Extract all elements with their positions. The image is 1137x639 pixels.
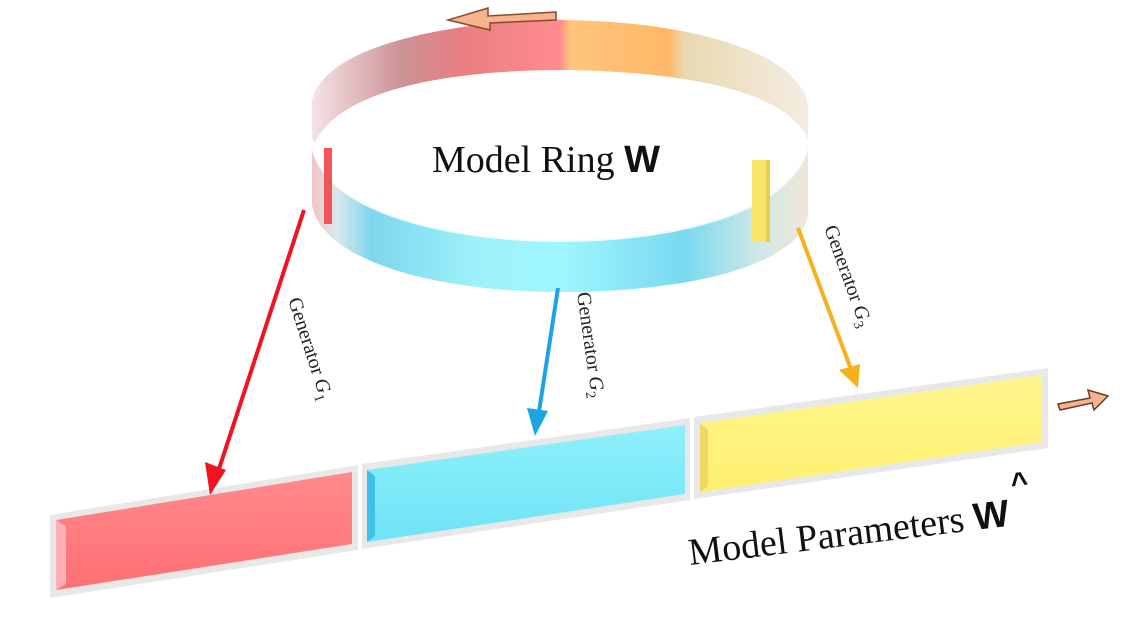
params-symbol: W bbox=[971, 493, 1012, 539]
ring-direction-arrow bbox=[445, 6, 557, 31]
params-label: Model Parameters W bbox=[686, 493, 1012, 574]
ring-symbol: W bbox=[624, 139, 660, 181]
generator-3-arrow bbox=[796, 227, 860, 388]
generator-1-subscript: 1 bbox=[310, 393, 326, 404]
generator-1-label: Generator G1 bbox=[279, 295, 337, 404]
ring-yellow-tab-edge bbox=[766, 160, 770, 242]
model-ring bbox=[310, 6, 810, 292]
param-segment-yellow bbox=[694, 368, 1048, 499]
ring-label: Model Ring W bbox=[432, 139, 660, 181]
params-symbol-hat: ^ bbox=[1009, 466, 1030, 501]
params-direction-arrow bbox=[1057, 388, 1110, 412]
ring-rim-highlight bbox=[310, 139, 810, 243]
generator-2-arrow bbox=[527, 287, 560, 436]
ring-red-tab bbox=[324, 148, 332, 224]
param-segment-blue bbox=[362, 418, 690, 549]
ring-back-band bbox=[312, 19, 808, 150]
ring-front-band bbox=[312, 140, 808, 292]
generator-3-subscript: 3 bbox=[850, 319, 866, 331]
generator-1-arrow bbox=[205, 209, 306, 495]
generator-2-label: Generator G2 bbox=[568, 291, 609, 400]
generator-2-subscript: 2 bbox=[582, 391, 598, 400]
ring-yellow-tab bbox=[752, 160, 766, 242]
param-segment-red bbox=[50, 465, 358, 598]
parameter-bar bbox=[50, 368, 1110, 598]
generator-3-label: Generator G3 bbox=[816, 222, 877, 331]
